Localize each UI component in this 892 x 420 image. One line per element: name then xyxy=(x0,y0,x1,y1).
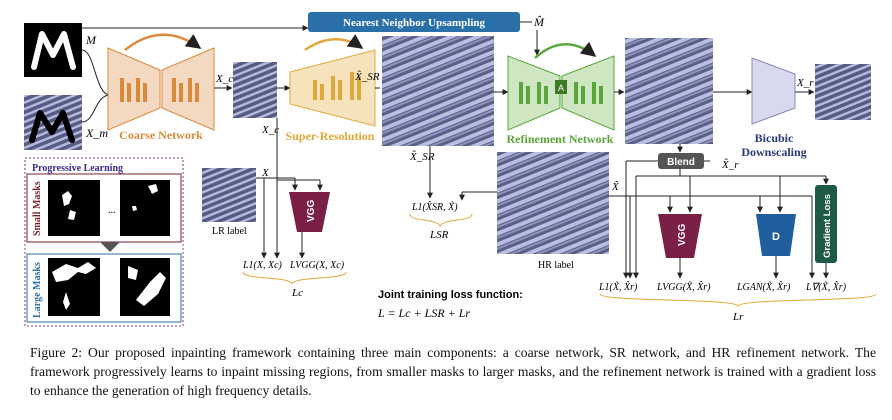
framework-figure: M X_m Nearest Neighbor Upsampling M̂ Coa… xyxy=(24,12,877,327)
svg-text:A: A xyxy=(558,83,564,93)
gradient-loss-label: Gradient Loss xyxy=(822,194,833,258)
brace-lsr xyxy=(409,213,473,228)
coarse-network xyxy=(107,33,215,131)
progressive-learning-title: Progressive Learning xyxy=(32,163,123,174)
mask-hat-label: M̂ xyxy=(533,15,545,29)
merge-line-top xyxy=(81,49,111,96)
super-resolution-network xyxy=(289,34,376,127)
loss-vgg-coarse: LVGG(X, Xc) xyxy=(289,260,345,271)
d-label: D xyxy=(772,231,780,243)
loss-l1-sr: L1(X̂SR, X̃) xyxy=(411,200,458,213)
refined-output-image xyxy=(625,38,713,144)
figure-caption: Figure 2: Our proposed inpainting framew… xyxy=(30,345,876,398)
lr-loss-label: Lr xyxy=(732,311,744,323)
sr-output-image xyxy=(382,36,494,146)
lr-label-text: LR label xyxy=(212,226,247,237)
nn-upsampling-box xyxy=(308,12,520,32)
x-lr-label: X xyxy=(261,167,270,179)
mask-image xyxy=(24,23,82,77)
loss-grad-refine: L∇(X̃, X̂r) xyxy=(805,280,847,293)
xc-top-label: X_c xyxy=(215,73,233,85)
brace-lc xyxy=(242,271,347,285)
x-hat-r-label: X̂_r xyxy=(721,158,739,171)
joint-loss-equation: L = Lc + LSR + Lr xyxy=(377,306,470,320)
refinement-network: A xyxy=(507,41,615,131)
final-output-image xyxy=(815,64,871,120)
blend-label: Blend xyxy=(667,157,695,168)
loss-l1-refine: L1(X̃, X̂r) xyxy=(598,280,638,293)
brace-lr xyxy=(599,293,877,308)
xr-label: X_r xyxy=(796,77,814,89)
vgg-block-refine xyxy=(658,214,702,258)
vgg-label-coarse: VGG xyxy=(306,200,317,222)
blend-box xyxy=(658,153,704,169)
x-hat-sr-label: X̂_SR xyxy=(354,70,380,83)
masked-input-image xyxy=(24,95,82,150)
lc-label: Lc xyxy=(291,287,303,299)
nn-upsampling-label: Nearest Neighbor Upsampling xyxy=(343,17,485,29)
x-tilde-label: X̃ xyxy=(611,180,620,193)
large-masks-label: Large Masks xyxy=(32,262,43,318)
loss-l1-coarse: L1(X, Xc) xyxy=(242,260,283,271)
gradient-loss-block xyxy=(815,185,837,263)
refinement-network-label: Refinement Network xyxy=(507,132,614,146)
vgg-label-refine: VGG xyxy=(677,224,688,246)
bicubic-downscaling-block xyxy=(751,57,796,125)
coarse-network-label: Coarse Network xyxy=(119,128,203,142)
svg-text:...: ... xyxy=(108,205,116,216)
masked-input-label: X_m xyxy=(85,126,108,140)
discriminator-block xyxy=(756,214,796,256)
hr-label-text: HR label xyxy=(538,260,574,271)
mask-label: M xyxy=(85,33,97,47)
loss-vgg-refine: LVGG(X̃, X̂r) xyxy=(656,280,711,293)
progressive-learning-panel: ... xyxy=(24,157,184,327)
vgg-block-coarse xyxy=(289,192,330,232)
super-resolution-label: Super-Resolution xyxy=(286,129,375,143)
small-masks-label: Small Masks xyxy=(32,181,43,236)
bicubic-label: Bicubic xyxy=(755,131,794,145)
lr-label-image xyxy=(202,168,256,222)
merge-line-bottom xyxy=(81,94,111,123)
xc-below-label: X_c xyxy=(261,124,279,136)
loss-gan-refine: LGAN(X̃, X̂r) xyxy=(736,280,791,293)
x-hat-sr-below-label: X̂_SR xyxy=(409,150,435,163)
hr-label-image xyxy=(497,152,609,254)
lsr-label: LSR xyxy=(429,229,449,241)
coarse-output-image xyxy=(233,62,277,118)
joint-loss-title: Joint training loss function: xyxy=(378,289,523,301)
downscaling-label: Downscaling xyxy=(741,145,806,159)
